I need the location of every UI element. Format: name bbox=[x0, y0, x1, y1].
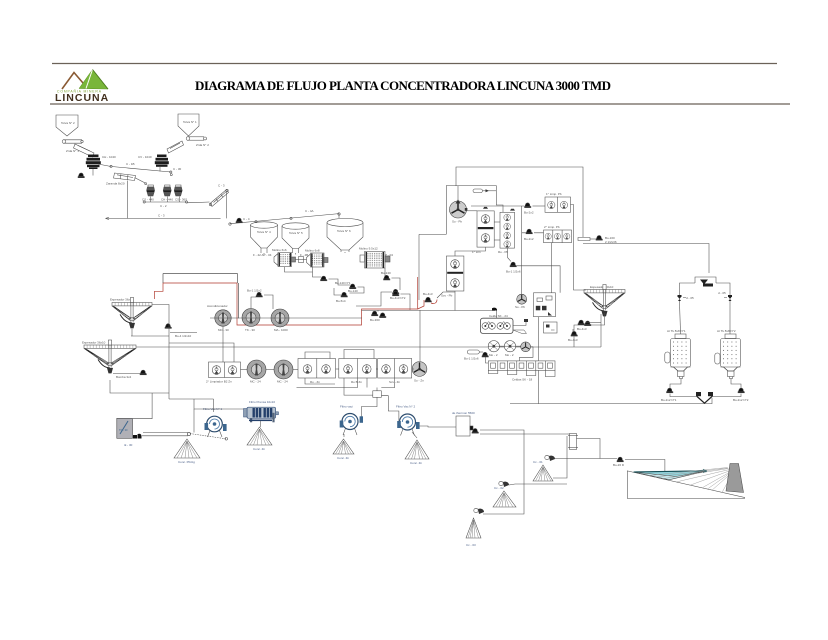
svg-text:Bo-2x2: Bo-2x2 bbox=[524, 211, 534, 215]
svg-text:C - 3: C - 3 bbox=[218, 184, 225, 188]
svg-text:Ro - Pb: Ro - Pb bbox=[498, 250, 509, 254]
svg-text:Bo-4x3: Bo-4x3 bbox=[577, 327, 587, 331]
svg-text:Bo-140 N°1: Bo-140 N°1 bbox=[335, 281, 351, 285]
svg-text:Bo-26 D: Bo-26 D bbox=[613, 463, 625, 467]
svg-text:Ro B Zn: Ro B Zn bbox=[351, 380, 362, 384]
svg-text:So - Pb: So - Pb bbox=[452, 220, 462, 224]
svg-text:F - 4B: F - 4B bbox=[300, 253, 308, 257]
svg-text:Scv - Pb: Scv - Pb bbox=[441, 294, 453, 298]
svg-text:Bo-140: Bo-140 bbox=[348, 289, 358, 293]
svg-text:Zrda N° 2: Zrda N° 2 bbox=[196, 143, 209, 147]
svg-text:Molino 6x6: Molino 6x6 bbox=[272, 248, 287, 252]
svg-text:Bo-1 1/2x6: Bo-1 1/2x6 bbox=[464, 357, 479, 361]
svg-text:1° Limp. Pb: 1° Limp. Pb bbox=[546, 192, 562, 196]
svg-text:Tolva N° 5: Tolva N° 5 bbox=[289, 231, 303, 235]
svg-text:Bomba 3x4: Bomba 3x4 bbox=[116, 375, 132, 379]
svg-text:2° Limp. Pb: 2° Limp. Pb bbox=[544, 225, 560, 229]
svg-text:DIAGRAMA DE FLUJO PLANTA CONCE: DIAGRAMA DE FLUJO PLANTA CONCENTRADORA L… bbox=[195, 78, 611, 93]
svg-text:LINCUNA: LINCUNA bbox=[55, 92, 109, 104]
svg-text:C - 4: C - 4 bbox=[243, 217, 250, 221]
svg-text:CS - 36S: CS - 36S bbox=[175, 198, 187, 202]
svg-text:At Tk 8x8 N°2: At Tk 8x8 N°2 bbox=[717, 329, 736, 333]
svg-text:CH - 1040: CH - 1040 bbox=[102, 155, 116, 159]
svg-text:Bo-4x3 N°2: Bo-4x3 N°2 bbox=[390, 296, 406, 300]
svg-text:Bo-5x4: Bo-5x4 bbox=[336, 299, 346, 303]
svg-text:Celdas SK - 18: Celdas SK - 18 bbox=[512, 378, 533, 382]
svg-text:MA - 1000: MA - 1000 bbox=[274, 328, 288, 332]
svg-text:C - 2: C - 2 bbox=[160, 204, 167, 208]
svg-text:Zaranda 8x20: Zaranda 8x20 bbox=[106, 182, 125, 186]
svg-text:Molino 6x8: Molino 6x8 bbox=[305, 249, 320, 253]
svg-text:d - 05: d - 05 bbox=[686, 296, 694, 300]
svg-text:Conc. Pb/Ag: Conc. Pb/Ag bbox=[178, 460, 195, 464]
svg-text:So - Pb: So - Pb bbox=[515, 305, 525, 309]
svg-text:Bo-2x2 N°2: Bo-2x2 N°2 bbox=[733, 398, 749, 402]
svg-text:Mo - 2: Mo - 2 bbox=[489, 353, 498, 357]
svg-text:Bo-1 1/2x2: Bo-1 1/2x2 bbox=[247, 289, 262, 293]
svg-text:Acondicionador: Acondicionador bbox=[207, 304, 228, 308]
svg-text:tk - 30: tk - 30 bbox=[124, 443, 133, 447]
svg-text:Espesador 30x10: Espesador 30x10 bbox=[590, 285, 614, 289]
svg-text:Conc. Zn: Conc. Zn bbox=[410, 461, 423, 465]
svg-text:Tolva N° 1: Tolva N° 1 bbox=[183, 120, 197, 124]
svg-text:Conc. Zn: Conc. Zn bbox=[337, 456, 350, 460]
svg-text:Bo-2x2 N°1: Bo-2x2 N°1 bbox=[661, 398, 677, 402]
svg-text:CH - 440: CH - 440 bbox=[161, 198, 173, 202]
svg-text:C - 1B: C - 1B bbox=[126, 162, 135, 166]
svg-text:Cc - 01: Cc - 01 bbox=[533, 460, 543, 464]
svg-text:Ro - Zn: Ro - Zn bbox=[310, 380, 320, 384]
svg-text:CS - 440: CS - 440 bbox=[142, 198, 154, 202]
svg-text:2 1/2x36: 2 1/2x36 bbox=[605, 240, 617, 244]
svg-text:Celda SK - 24: Celda SK - 24 bbox=[489, 314, 508, 318]
svg-text:F - 42 AP - 04: F - 42 AP - 04 bbox=[253, 253, 272, 257]
svg-text:C - 30: C - 30 bbox=[173, 167, 182, 171]
svg-text:C - 3: C - 3 bbox=[158, 214, 165, 218]
svg-text:TK - 30: TK - 30 bbox=[119, 428, 128, 432]
svg-text:Filtro Prensa 10x10: Filtro Prensa 10x10 bbox=[249, 400, 275, 404]
svg-text:Conc. Zn: Conc. Zn bbox=[253, 447, 266, 451]
svg-text:Espesador 36x10: Espesador 36x10 bbox=[82, 341, 106, 345]
svg-text:COMPAÑIA MINERA: COMPAÑIA MINERA bbox=[57, 89, 102, 94]
svg-text:At Tk 8x8 N°1: At Tk 8x8 N°1 bbox=[667, 329, 686, 333]
svg-text:So - Zn: So - Zn bbox=[414, 379, 424, 383]
svg-text:Cc - 03: Cc - 03 bbox=[466, 543, 476, 547]
svg-text:C - 4A: C - 4A bbox=[305, 209, 314, 213]
svg-text:AP - 04: AP - 04 bbox=[383, 253, 393, 257]
svg-text:Bo-4 1/2x10: Bo-4 1/2x10 bbox=[175, 334, 192, 338]
svg-text:Bo-2x2: Bo-2x2 bbox=[524, 237, 534, 241]
svg-text:Zrda N° 1: Zrda N° 1 bbox=[66, 149, 79, 153]
svg-text:Bo-360: Bo-360 bbox=[370, 318, 380, 322]
svg-text:Tolva N° 6: Tolva N° 6 bbox=[337, 229, 351, 233]
svg-text:de thermon 5500: de thermon 5500 bbox=[452, 411, 475, 415]
svg-text:1° Lim: 1° Lim bbox=[472, 250, 481, 254]
svg-text:Bo-4x3: Bo-4x3 bbox=[423, 292, 433, 296]
svg-text:Espesador 36x10: Espesador 36x10 bbox=[110, 298, 134, 302]
svg-text:Bo-4x3: Bo-4x3 bbox=[568, 338, 578, 342]
svg-text:Bo-240: Bo-240 bbox=[381, 271, 391, 275]
svg-text:Tolva N° 4: Tolva N° 4 bbox=[257, 230, 271, 234]
svg-text:Mo - 2: Mo - 2 bbox=[505, 353, 514, 357]
svg-text:MC - 24: MC - 24 bbox=[277, 380, 288, 384]
svg-text:MC - 30: MC - 30 bbox=[218, 328, 229, 332]
svg-text:Tolva N° 2: Tolva N° 2 bbox=[61, 121, 75, 125]
svg-text:Molino 9.5x12: Molino 9.5x12 bbox=[359, 247, 378, 251]
svg-text:Filtro Vac N° 2: Filtro Vac N° 2 bbox=[396, 405, 415, 409]
svg-text:CV - 1040: CV - 1040 bbox=[138, 155, 152, 159]
svg-text:Cc - 02: Cc - 02 bbox=[494, 486, 504, 490]
svg-text:d - 05: d - 05 bbox=[718, 291, 726, 295]
svg-text:Filtro vaci: Filtro vaci bbox=[340, 405, 353, 409]
svg-text:TK - 30: TK - 30 bbox=[245, 328, 255, 332]
svg-text:Bo-160: Bo-160 bbox=[605, 236, 615, 240]
svg-text:Bo-1 1/2x6: Bo-1 1/2x6 bbox=[506, 270, 521, 274]
svg-text:MC - 24: MC - 24 bbox=[250, 380, 261, 384]
svg-text:2° Limpiador B2 Zn: 2° Limpiador B2 Zn bbox=[206, 380, 232, 384]
